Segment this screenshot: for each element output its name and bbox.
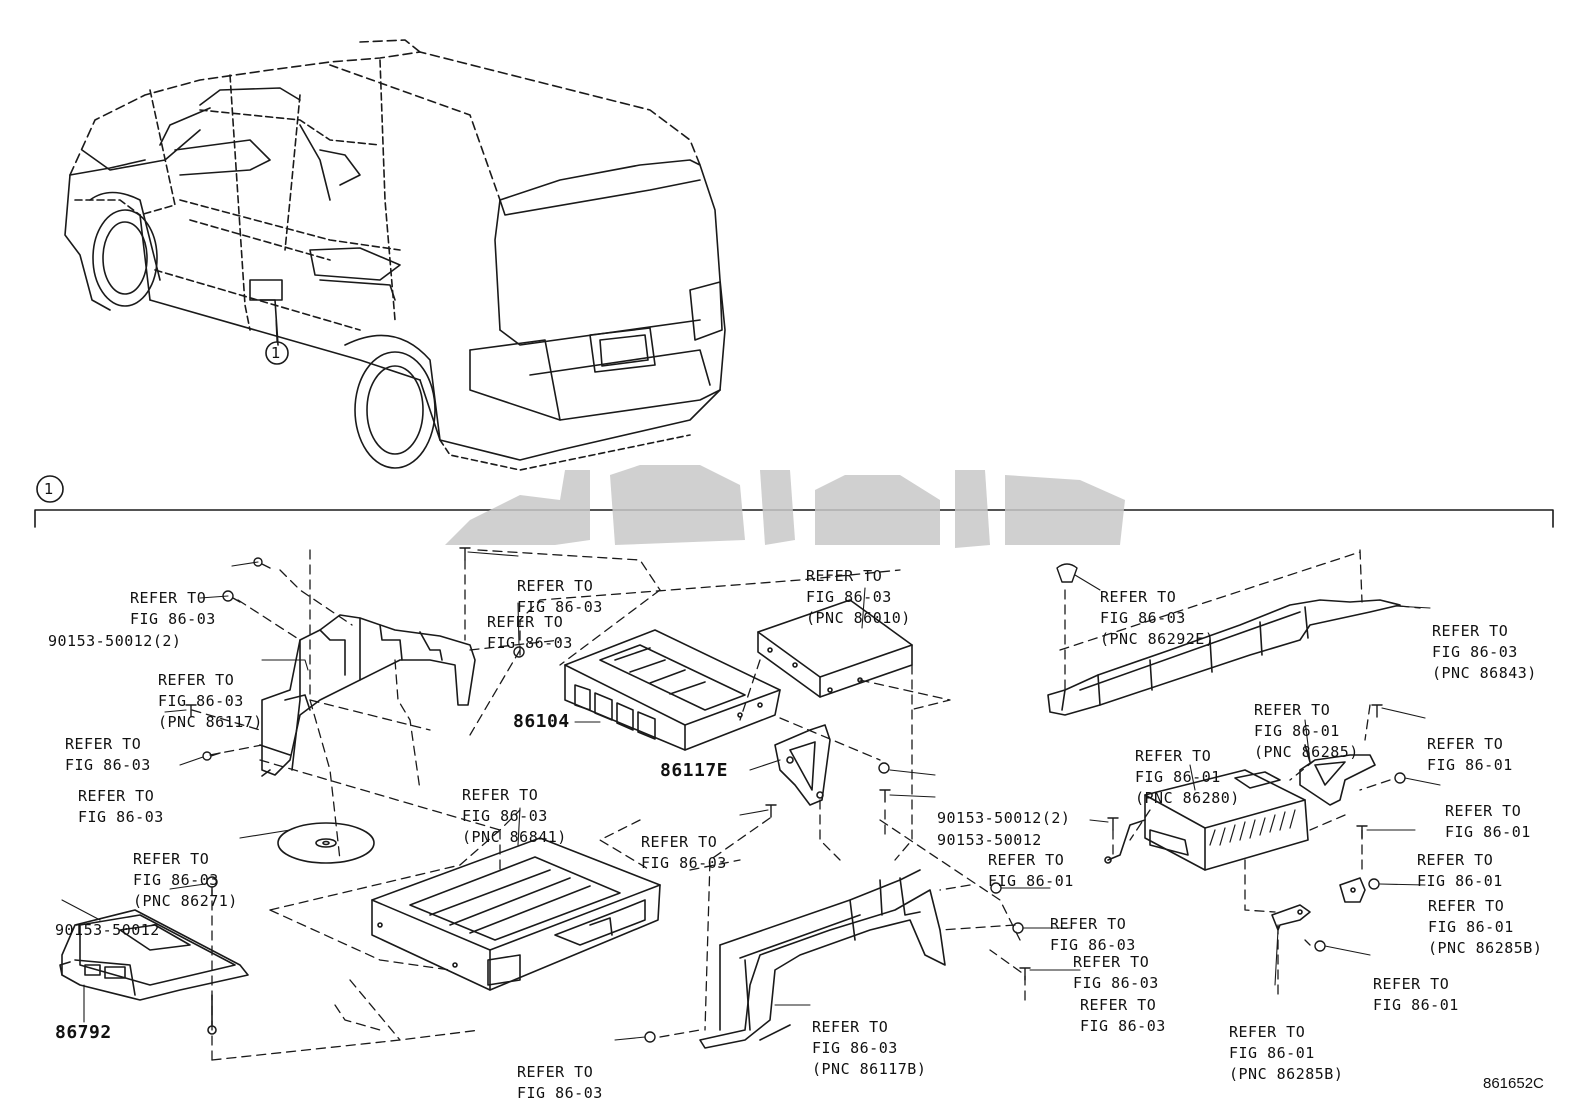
part-number-label: 90153-50012: [55, 921, 160, 939]
cd-disc: [277, 822, 375, 864]
part-number-86792: 86792: [55, 1022, 112, 1043]
section-callout-circle: [36, 475, 64, 503]
part-number-label: 90153-50012(2): [937, 809, 1071, 827]
part-number-86104: 86104: [513, 711, 570, 732]
amplifier-86280: [1104, 769, 1309, 871]
audio-unit-86104: [564, 629, 781, 751]
label-leaders: [61, 551, 1441, 1041]
watermark-logo: [445, 465, 1125, 548]
part-number-86117e: 86117E: [660, 760, 729, 781]
bracket-86285b: [1271, 877, 1366, 931]
part-number-label: 90153-50012: [937, 831, 1042, 849]
part-number-label: 90153-50012(2): [48, 632, 182, 650]
section-bracket: [34, 509, 1554, 528]
panel-86843: [1047, 599, 1401, 716]
left-leader-lines: [191, 549, 901, 1061]
illustration-code: 861652C: [1483, 1075, 1544, 1092]
right-leader-lines: [1059, 549, 1421, 1001]
unit-86841: [371, 837, 661, 991]
overview-callout-number: 1: [271, 344, 281, 362]
left-bracket: [259, 614, 476, 777]
bracket-86117b: [699, 869, 946, 1049]
fasteners: [185, 547, 1406, 1043]
control-unit-86792: [59, 909, 249, 1035]
vehicle-overview: [64, 39, 726, 471]
section-callout-number: 1: [44, 480, 54, 498]
bracket-86117e: [774, 724, 831, 806]
